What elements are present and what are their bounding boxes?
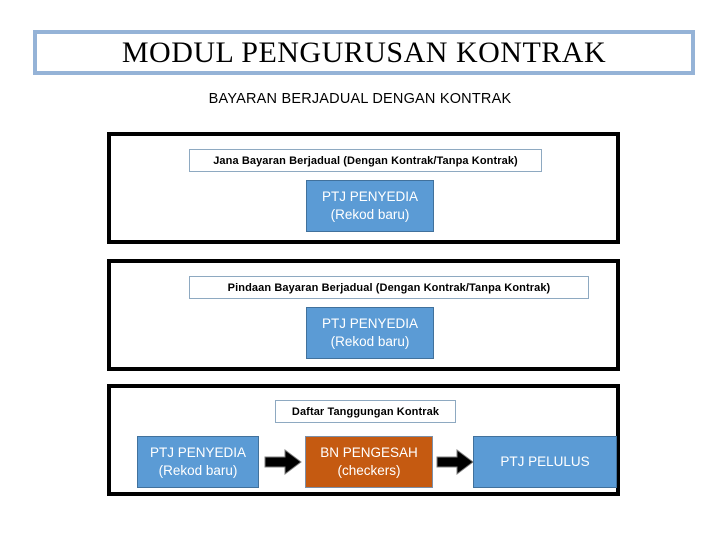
process-box-ptj-penyedia[interactable]: PTJ PENYEDIA (Rekod baru)	[306, 307, 434, 359]
process-box-line2: (Rekod baru)	[330, 334, 410, 349]
section-caption: Daftar Tanggungan Kontrak	[275, 400, 456, 423]
process-box-line1: PTJ PELULUS	[500, 453, 590, 469]
process-box-line1: PTJ PENYEDIA	[321, 315, 419, 331]
process-box-line2: (Rekod baru)	[330, 207, 410, 222]
section-pindaan-bayaran: Pindaan Bayaran Berjadual (Dengan Kontra…	[107, 259, 620, 371]
process-box-line2: (checkers)	[337, 463, 401, 478]
process-box-line2: (Rekod baru)	[158, 463, 238, 478]
section-jana-bayaran: Jana Bayaran Berjadual (Dengan Kontrak/T…	[107, 132, 620, 244]
process-box-line1: BN PENGESAH	[320, 444, 418, 460]
right-arrow-icon	[435, 447, 475, 477]
process-box-bn-pengesah[interactable]: BN PENGESAH (checkers)	[305, 436, 433, 488]
process-box-line1: PTJ PENYEDIA	[149, 444, 247, 460]
page-subtitle: BAYARAN BERJADUAL DENGAN KONTRAK	[208, 91, 512, 107]
process-box-line1: PTJ PENYEDIA	[321, 188, 419, 204]
section-daftar-tanggungan: Daftar Tanggungan Kontrak PTJ PENYEDIA (…	[107, 384, 620, 496]
section-caption: Jana Bayaran Berjadual (Dengan Kontrak/T…	[189, 149, 542, 172]
right-arrow-icon	[263, 447, 303, 477]
section-caption: Pindaan Bayaran Berjadual (Dengan Kontra…	[189, 276, 589, 299]
page-title-box: MODUL PENGURUSAN KONTRAK	[33, 30, 695, 75]
page-title: MODUL PENGURUSAN KONTRAK	[121, 35, 607, 69]
process-box-ptj-pelulus[interactable]: PTJ PELULUS	[473, 436, 617, 488]
process-box-ptj-penyedia[interactable]: PTJ PENYEDIA (Rekod baru)	[306, 180, 434, 232]
process-box-ptj-penyedia[interactable]: PTJ PENYEDIA (Rekod baru)	[137, 436, 259, 488]
